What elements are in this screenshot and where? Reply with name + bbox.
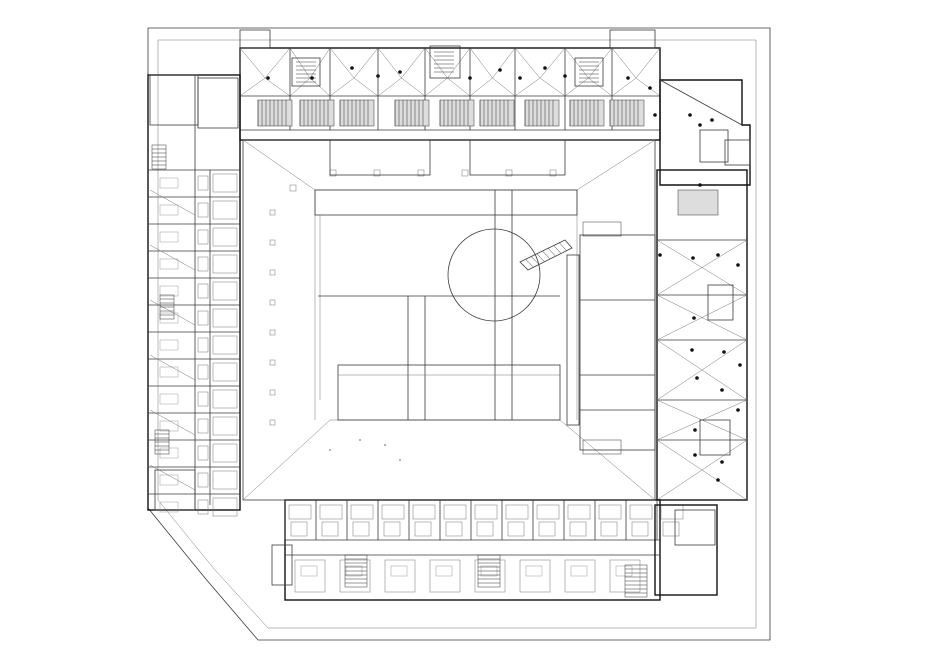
northeast-corner [659, 79, 751, 186]
central-courtyard [242, 139, 656, 501]
north-ceiling-points [266, 66, 714, 127]
west-wing [147, 74, 241, 517]
north-wing [239, 29, 661, 141]
south-wing [271, 499, 718, 601]
east-wing [656, 169, 748, 501]
